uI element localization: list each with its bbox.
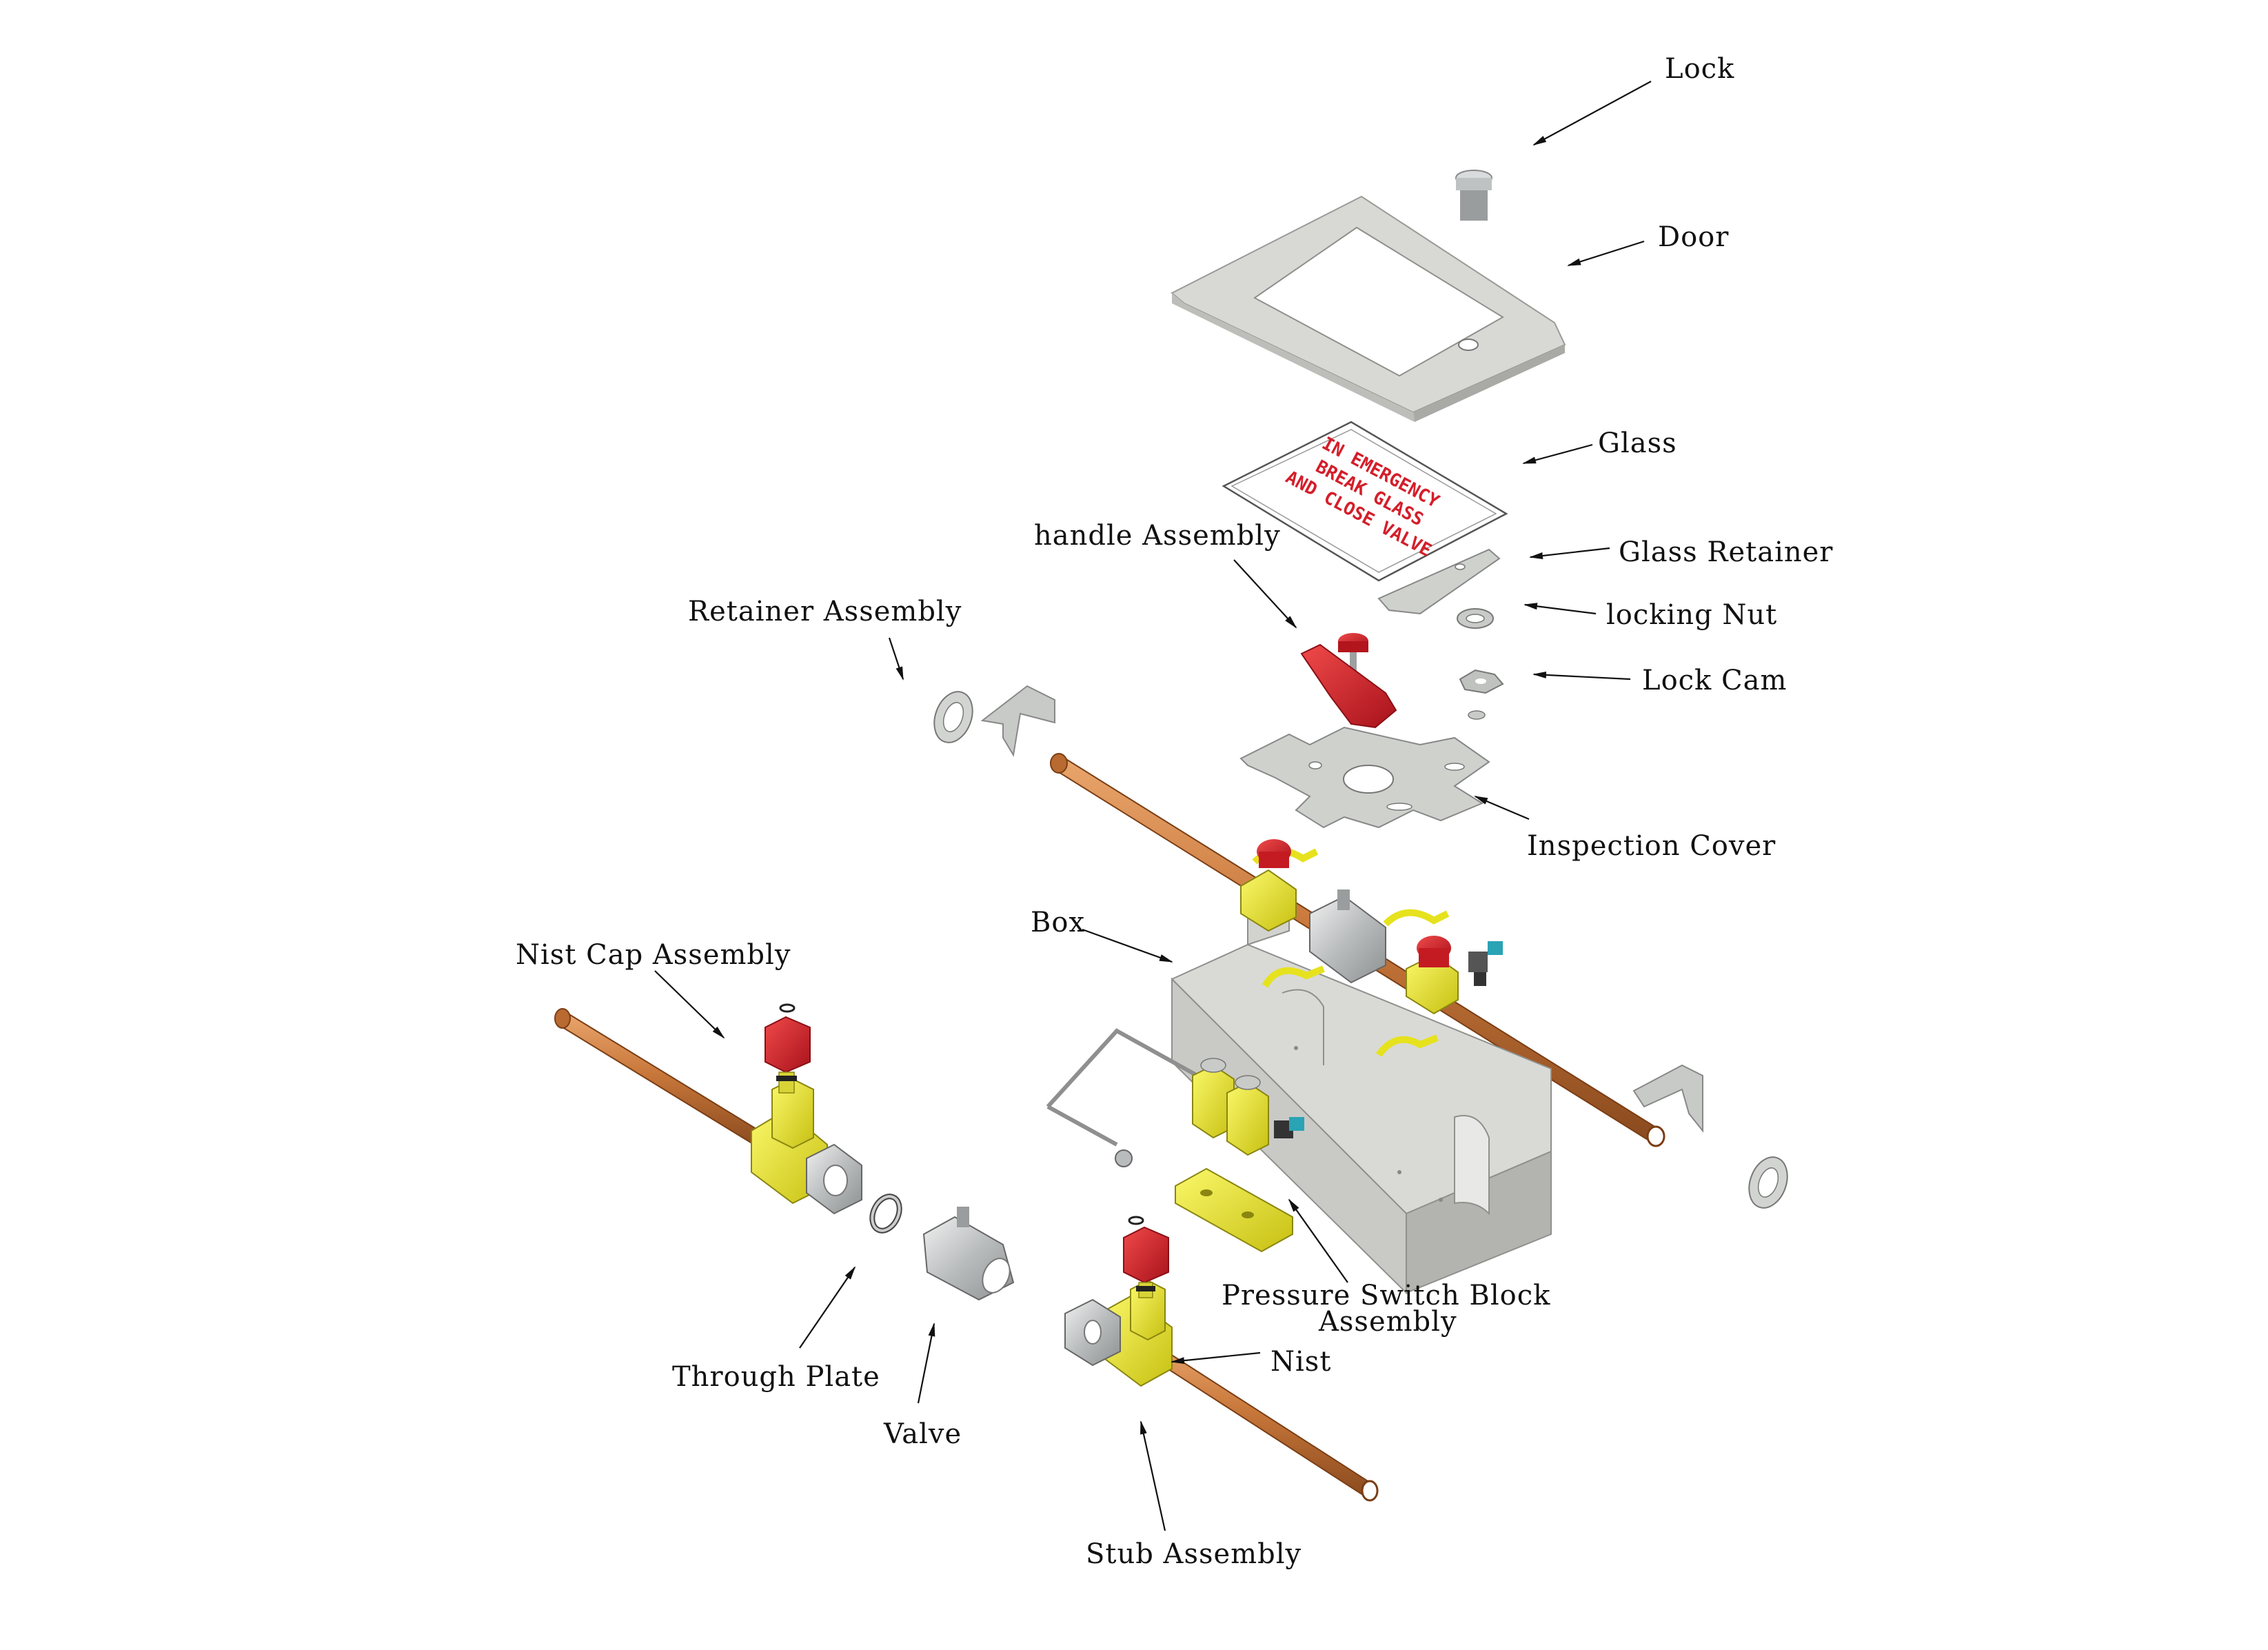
box-leader bbox=[1082, 928, 1173, 963]
lock-label: Lock bbox=[1665, 53, 1734, 85]
glass-retainer-leader bbox=[1529, 547, 1610, 559]
door-label: Door bbox=[1658, 221, 1729, 253]
stub-assembly-leader bbox=[1140, 1420, 1166, 1531]
pressure-switch-block-part bbox=[1046, 1028, 1304, 1253]
retainer-assembly-leader bbox=[888, 637, 904, 681]
door-part bbox=[1171, 195, 1566, 422]
nist-cap-assembly-leader bbox=[654, 970, 725, 1039]
main-valve-part bbox=[1309, 889, 1386, 984]
stub-assembly-label: Stub Assembly bbox=[1086, 1538, 1302, 1570]
pressure-switch-label-line1: Pressure Switch Block bbox=[1222, 1280, 1550, 1311]
handle-assembly-leader bbox=[1233, 559, 1297, 629]
retainer-assembly-label: Retainer Assembly bbox=[688, 596, 962, 627]
valve-leader bbox=[917, 1322, 935, 1404]
inspection-cover-leader bbox=[1474, 795, 1530, 821]
lock-cam-label: Lock Cam bbox=[1642, 665, 1787, 696]
nist-label: Nist bbox=[1270, 1346, 1331, 1378]
lock-part bbox=[1455, 170, 1492, 221]
left-nist-cap-part bbox=[765, 1003, 811, 1094]
lower-nist-cap-part bbox=[1123, 1216, 1169, 1298]
retainer-assembly-part bbox=[933, 685, 1055, 757]
inspection-cover-part bbox=[1239, 726, 1490, 829]
locking-nut-leader bbox=[1523, 603, 1597, 615]
glass-leader bbox=[1522, 443, 1593, 465]
glass-part: IN EMERGENCY BREAK GLASS AND CLOSE VALVE bbox=[1222, 421, 1508, 582]
glass-retainer-label: Glass Retainer bbox=[1619, 536, 1833, 568]
locking-nut-label: locking Nut bbox=[1606, 599, 1777, 631]
pressure-switch-label-line2: Assembly bbox=[1318, 1306, 1457, 1338]
box-label: Box bbox=[1031, 907, 1085, 938]
lock-cam-leader bbox=[1532, 671, 1631, 681]
locking-nut-part bbox=[1457, 608, 1494, 629]
main-brass-fittings bbox=[1240, 839, 1459, 1058]
through-plate-label: Through Plate bbox=[672, 1361, 880, 1393]
loose-valve-part bbox=[922, 1207, 1015, 1301]
through-plate-part bbox=[869, 1194, 902, 1234]
through-plate-leader bbox=[799, 1266, 856, 1349]
elbow-fitting-part bbox=[1468, 941, 1503, 986]
valve-label: Valve bbox=[883, 1418, 962, 1450]
lock-cam-part bbox=[1459, 669, 1504, 720]
nist-leader bbox=[1171, 1351, 1261, 1365]
handle-assembly-label: handle Assembly bbox=[1034, 520, 1281, 552]
left-stub-pipe bbox=[554, 1008, 862, 1215]
right-retainer-part bbox=[1632, 1064, 1788, 1209]
lower-stub-pipe bbox=[1064, 1279, 1379, 1502]
nist-cap-assembly-label: Nist Cap Assembly bbox=[516, 939, 791, 971]
glass-label: Glass bbox=[1598, 427, 1677, 459]
pressure-switch-leader bbox=[1288, 1198, 1348, 1283]
inspection-cover-label: Inspection Cover bbox=[1527, 830, 1776, 862]
glass-retainer-part bbox=[1377, 548, 1501, 615]
lock-leader bbox=[1532, 81, 1652, 145]
door-leader bbox=[1567, 240, 1645, 267]
